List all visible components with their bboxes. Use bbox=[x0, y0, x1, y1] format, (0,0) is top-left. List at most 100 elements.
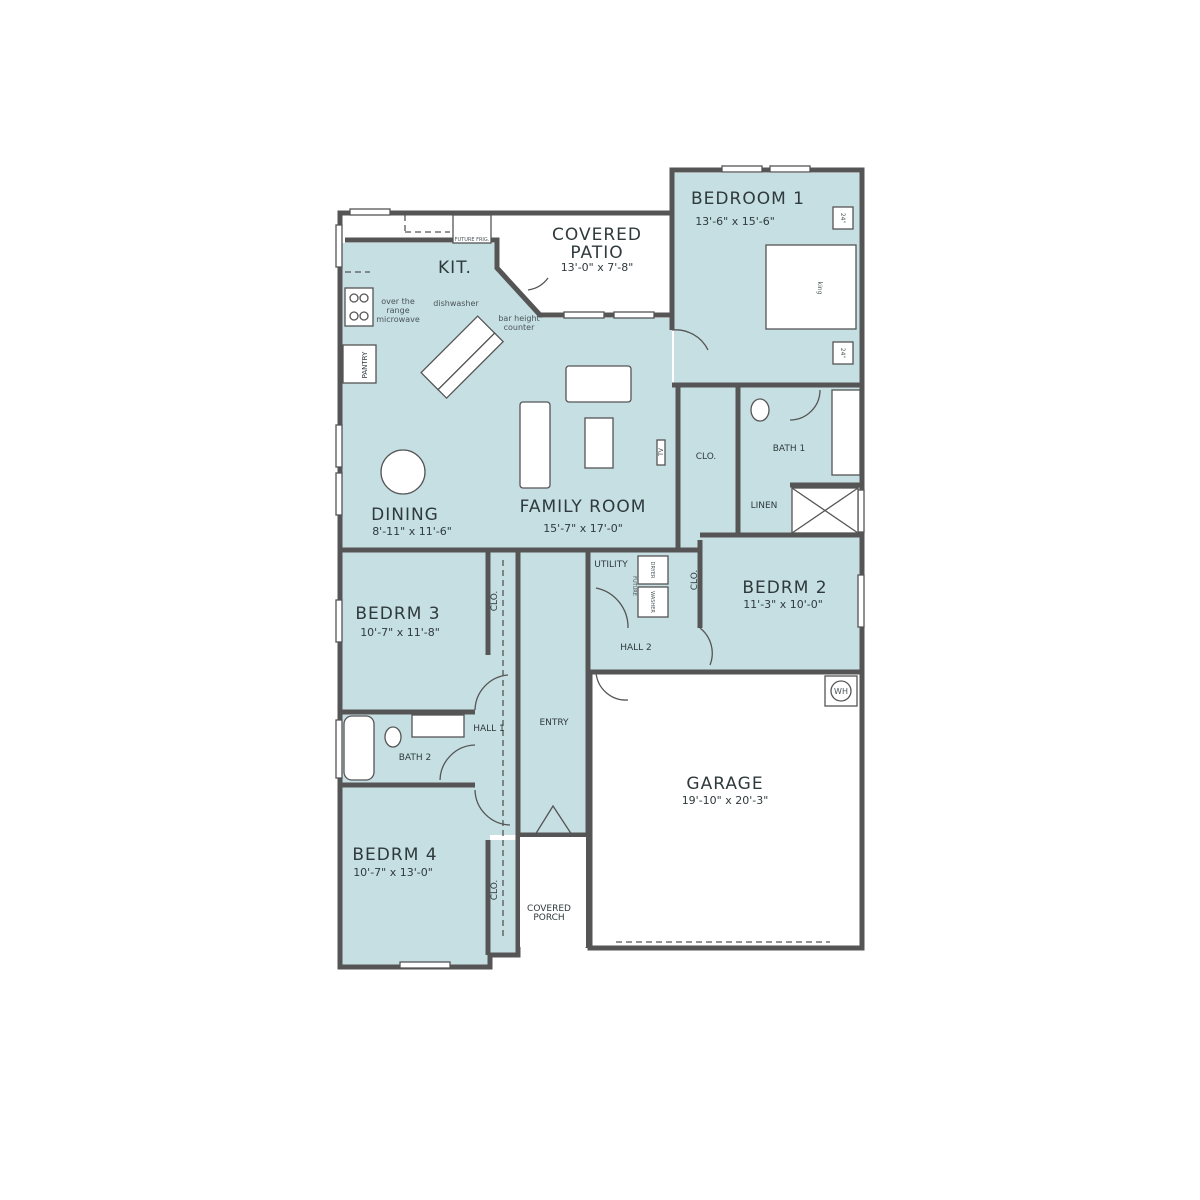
window bbox=[613, 311, 655, 319]
bathtub bbox=[343, 715, 375, 781]
nightstand-label: 24" bbox=[839, 348, 846, 359]
water-heater-label: WH bbox=[834, 687, 848, 696]
water-heater-tank bbox=[830, 680, 852, 702]
door-patio[interactable] bbox=[527, 277, 549, 291]
patio-label: PATIO bbox=[570, 243, 623, 263]
bar-counter-note: counter bbox=[504, 323, 535, 332]
microwave-note: range bbox=[386, 306, 409, 315]
window bbox=[857, 574, 865, 628]
future-label: FUTURE bbox=[631, 576, 637, 596]
door-bedrm2[interactable] bbox=[699, 627, 713, 666]
dishwasher-note: dishwasher bbox=[433, 299, 479, 308]
window bbox=[335, 599, 343, 643]
entry-label: ENTRY bbox=[539, 718, 569, 728]
window bbox=[721, 165, 763, 173]
bedrm4-area bbox=[342, 785, 490, 965]
fridge bbox=[452, 214, 492, 244]
garage-size: 19'-10" x 20'-3" bbox=[682, 794, 769, 807]
door-bedrm4[interactable] bbox=[474, 789, 511, 826]
sofa bbox=[519, 401, 551, 489]
window bbox=[399, 961, 451, 969]
kitchen-island bbox=[420, 315, 505, 400]
burner bbox=[359, 311, 369, 321]
bedrm3-size: 10'-7" x 11'-8" bbox=[360, 626, 440, 639]
closet1-label: CLO. bbox=[696, 452, 717, 462]
toilet bbox=[750, 398, 770, 422]
window bbox=[857, 489, 865, 533]
porch-label: PORCH bbox=[533, 913, 564, 923]
washer bbox=[637, 586, 669, 618]
tv-label: TV bbox=[658, 447, 665, 457]
dining-size: 8'-11" x 11'-6" bbox=[372, 525, 452, 538]
door-bath1[interactable] bbox=[789, 389, 821, 421]
door-bedrm3[interactable] bbox=[474, 674, 509, 711]
dryer bbox=[637, 555, 669, 585]
closet4-label: CLO. bbox=[490, 880, 500, 901]
tv-stand bbox=[656, 439, 666, 466]
shower-cross bbox=[791, 487, 859, 534]
window bbox=[349, 208, 391, 216]
bedroom1-label: BEDROOM 1 bbox=[691, 189, 805, 209]
utility-label: UTILITY bbox=[594, 560, 628, 570]
window bbox=[335, 224, 343, 268]
nightstand bbox=[832, 341, 854, 365]
dryer-label: DRYER bbox=[649, 562, 655, 579]
family-room-label: FAMILY ROOM bbox=[520, 497, 647, 517]
front-door[interactable] bbox=[534, 804, 573, 836]
door-bath2[interactable] bbox=[439, 744, 476, 781]
porch-label: COVERED bbox=[527, 904, 571, 914]
covered-porch bbox=[520, 837, 586, 947]
bedrm2-label: BEDRM 2 bbox=[742, 578, 827, 598]
linen-label: LINEN bbox=[751, 501, 778, 511]
double-vanity bbox=[831, 389, 861, 476]
window bbox=[769, 165, 811, 173]
closet2-label: CLO. bbox=[690, 570, 700, 591]
bedrm2-area bbox=[680, 535, 860, 672]
bath2-label: BATH 2 bbox=[399, 753, 431, 763]
microwave-note: microwave bbox=[376, 315, 420, 324]
entry-area bbox=[518, 548, 590, 835]
window bbox=[335, 424, 343, 468]
closet3-label: CLO. bbox=[490, 591, 500, 612]
bar-counter-note: bar height bbox=[498, 314, 539, 323]
garage-label: GARAGE bbox=[686, 774, 763, 794]
nightstand-label: 24" bbox=[839, 213, 846, 224]
patio-size: 13'-0" x 7'-8" bbox=[561, 261, 634, 274]
patio-label: COVERED bbox=[552, 225, 642, 245]
range bbox=[344, 287, 374, 327]
dining-label: DINING bbox=[371, 505, 439, 525]
bedroom1-size: 13'-6" x 15'-6" bbox=[695, 215, 775, 228]
door-utility[interactable] bbox=[595, 587, 629, 629]
dining-table bbox=[380, 449, 426, 495]
pantry[interactable] bbox=[342, 344, 377, 384]
door-garage[interactable] bbox=[595, 671, 629, 701]
bedrm4-label: BEDRM 4 bbox=[352, 845, 437, 865]
hall1-label: HALL 1 bbox=[473, 724, 505, 734]
coffee-table bbox=[584, 417, 614, 469]
pantry-label: PANTRY bbox=[361, 351, 369, 378]
bedrm2-size: 11'-3" x 10'-0" bbox=[743, 598, 823, 611]
toilet bbox=[384, 726, 402, 748]
washer-label: WASHER bbox=[649, 591, 655, 613]
burner bbox=[349, 293, 359, 303]
window bbox=[563, 311, 605, 319]
burner bbox=[349, 311, 359, 321]
vanity bbox=[411, 714, 465, 738]
hall2-label: HALL 2 bbox=[620, 643, 652, 653]
bath1-label: BATH 1 bbox=[773, 444, 805, 454]
bedrm4-size: 10'-7" x 13'-0" bbox=[353, 866, 433, 879]
window bbox=[335, 472, 343, 516]
fridge-label: FUTURE FRIG. bbox=[455, 237, 490, 243]
burner bbox=[359, 293, 369, 303]
family-room-size: 15'-7" x 17'-0" bbox=[543, 522, 623, 535]
king-bed-label: king bbox=[816, 282, 823, 295]
kitchen-label: KIT. bbox=[438, 258, 472, 278]
king-bed bbox=[765, 244, 857, 330]
loveseat bbox=[565, 365, 632, 403]
bedrm3-label: BEDRM 3 bbox=[355, 604, 440, 624]
door-bedroom1[interactable] bbox=[671, 329, 709, 351]
kitchen-family-dining-area bbox=[342, 243, 680, 548]
microwave-note: over the bbox=[381, 297, 415, 306]
